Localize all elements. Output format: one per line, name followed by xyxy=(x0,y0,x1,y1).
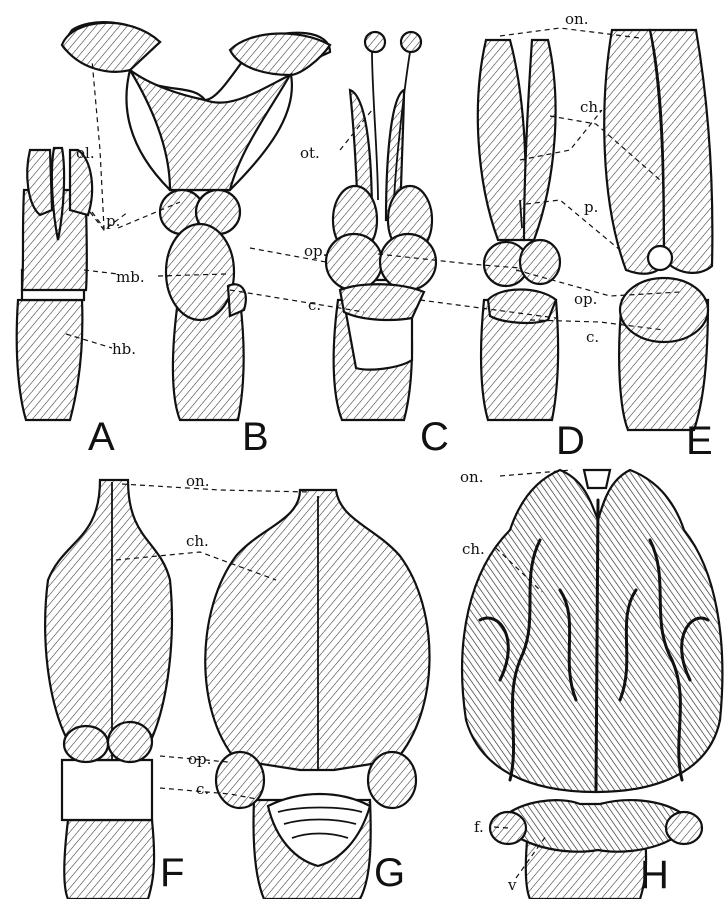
panel-c xyxy=(326,32,436,420)
label-on-d: on. xyxy=(565,10,588,28)
panel-d xyxy=(478,40,560,420)
label-op-c: op. xyxy=(304,242,327,260)
panel-letter-c: C xyxy=(420,415,449,459)
label-ot: ot. xyxy=(300,144,320,162)
panel-g xyxy=(205,490,429,899)
label-p-a: p. xyxy=(106,212,120,230)
panel-f xyxy=(45,480,172,899)
label-op-d: op. xyxy=(574,290,597,308)
label-c-c: c. xyxy=(308,296,321,314)
label-v-h: v xyxy=(507,876,517,894)
label-c-f: c. xyxy=(196,780,209,798)
label-p-d: p. xyxy=(584,198,598,216)
panel-letter-f: F xyxy=(160,851,184,895)
panel-letter-h: H xyxy=(640,853,669,897)
label-hb: hb. xyxy=(112,340,136,358)
panel-e xyxy=(604,30,712,430)
label-f-h: f. xyxy=(474,818,484,836)
label-mb: mb. xyxy=(116,268,145,286)
panel-letter-g: G xyxy=(374,851,405,895)
label-ch-d: ch. xyxy=(580,98,603,116)
panel-letter-e: E xyxy=(686,419,713,463)
panel-letter-b: B xyxy=(242,415,269,459)
panel-h xyxy=(462,470,722,899)
panel-b xyxy=(62,22,330,420)
panel-letter-a: A xyxy=(88,415,115,459)
panel-a xyxy=(17,148,92,420)
label-op-f: op. xyxy=(188,750,211,768)
panel-letter-d: D xyxy=(556,419,585,463)
label-c-d: c. xyxy=(586,328,599,346)
label-on-f: on. xyxy=(186,472,209,490)
label-ch-h: ch. xyxy=(462,540,485,558)
label-ch-f: ch. xyxy=(186,532,209,550)
label-ol: ol. xyxy=(76,144,95,162)
label-on-h: on. xyxy=(460,468,483,486)
